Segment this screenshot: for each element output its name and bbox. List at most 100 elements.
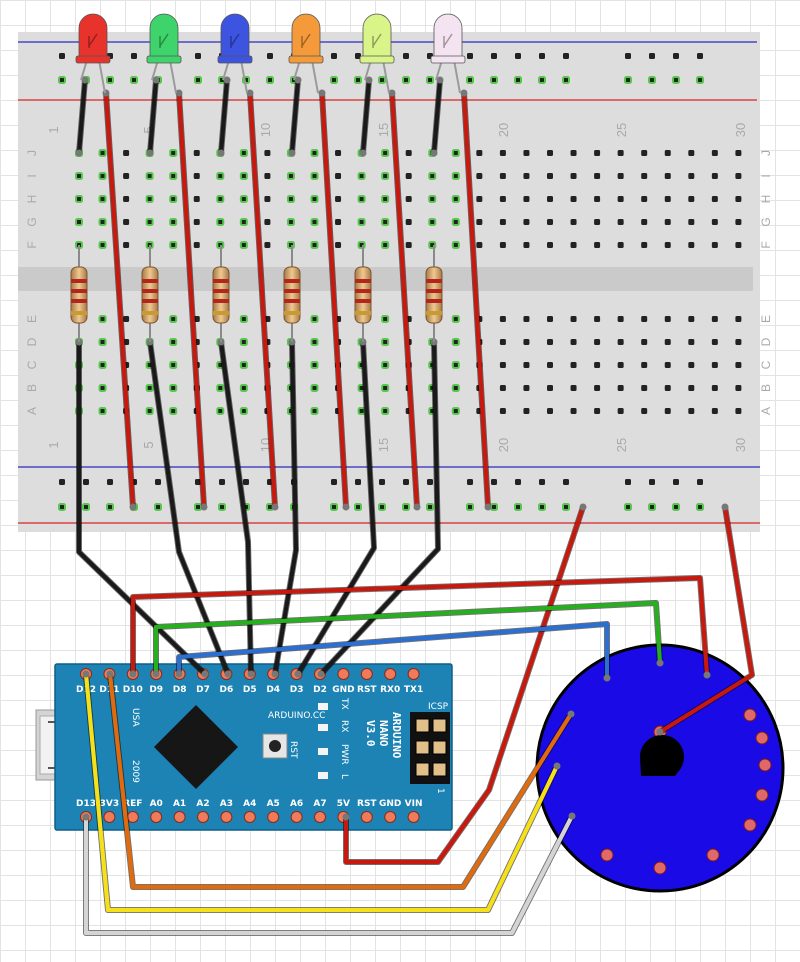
breadboard-hole	[402, 76, 410, 84]
rst-button-label: RST	[288, 741, 298, 759]
breadboard-hole	[735, 173, 742, 179]
breadboard-hole	[641, 362, 648, 368]
row-letter: H	[25, 195, 39, 204]
breadboard-hole	[58, 503, 66, 511]
wire-end	[81, 76, 89, 84]
breadboard-hole	[169, 315, 178, 323]
pin-label: A6	[290, 799, 303, 809]
breadboard-hole	[547, 196, 553, 202]
breadboard-hole	[381, 241, 390, 249]
leds	[75, 13, 466, 94]
breadboard-hole	[735, 316, 742, 322]
wire-end	[152, 670, 160, 678]
breadboard-hole	[688, 242, 695, 248]
pin-a7	[314, 811, 326, 823]
pin-label: A1	[173, 799, 186, 809]
pin-label: GND	[379, 799, 401, 809]
wire-end	[460, 89, 468, 97]
breadboard-hole	[499, 408, 506, 414]
breadboard-hole	[98, 315, 107, 323]
wire-end	[365, 76, 373, 84]
resistor-band	[142, 299, 158, 303]
breadboard-hole	[286, 218, 295, 226]
pin-label: A0	[150, 799, 163, 809]
breadboard-hole	[570, 339, 577, 345]
breadboard-hole	[547, 219, 553, 225]
breadboard-hole	[123, 316, 130, 322]
icsp-pin	[415, 740, 430, 755]
wire-end	[217, 149, 225, 157]
orange-led-rim	[288, 55, 324, 64]
breadboard-hole	[123, 173, 130, 179]
breadboard-hole	[672, 503, 680, 511]
led-cathode-wire	[289, 77, 301, 156]
breadboard-hole	[169, 172, 178, 180]
breadboard-hole	[570, 242, 577, 248]
wire-end	[567, 710, 575, 718]
resistor-band	[284, 289, 300, 293]
year-label: 2009	[130, 760, 140, 783]
wire-end	[271, 670, 279, 678]
breadboard-hole	[539, 53, 545, 59]
breadboard-hole	[523, 339, 530, 345]
resistor-band	[213, 279, 229, 283]
d8-wire	[176, 621, 610, 681]
wire-end	[146, 149, 154, 157]
breadboard-hole	[594, 173, 601, 179]
breadboard-hole	[594, 196, 601, 202]
breadboard-hole	[106, 76, 114, 84]
resistor-band	[426, 311, 442, 315]
breadboard-hole	[711, 408, 718, 414]
breadboard-hole	[98, 195, 107, 203]
breadboard-hole	[594, 385, 601, 391]
wire-end	[603, 674, 611, 682]
breadboard-hole	[216, 218, 225, 226]
resistor-to-arduino-wire	[218, 339, 254, 677]
icsp-pin1-label: 1	[435, 788, 445, 794]
breadboard-hole	[194, 76, 202, 84]
breadboard-hole	[514, 503, 522, 511]
resistor-band	[213, 299, 229, 303]
breadboard-hole	[570, 150, 577, 156]
breadboard-hole	[310, 384, 319, 392]
breadboard-hole	[688, 196, 695, 202]
wire-end	[224, 670, 232, 678]
breadboard-hole	[735, 196, 742, 202]
led-cathode-wire	[218, 77, 230, 156]
breadboard-hole	[499, 362, 506, 368]
breadboard-hole	[491, 53, 497, 59]
breadboard-hole	[594, 362, 601, 368]
breadboard-hole	[264, 150, 271, 156]
breadboard-hole	[145, 407, 154, 415]
rotary-knob[interactable]	[640, 734, 684, 776]
breadboard-hole	[570, 408, 577, 414]
breadboard-hole	[499, 196, 506, 202]
green-led-rim	[146, 55, 182, 64]
breadboard-hole	[515, 479, 521, 485]
breadboard-hole	[426, 76, 434, 84]
led-cathode-wire	[76, 77, 88, 156]
breadboard-hole	[617, 408, 624, 414]
breadboard-hole	[688, 385, 695, 391]
pin-gnd	[384, 811, 397, 823]
breadboard-hole	[491, 479, 497, 485]
row-letter: B	[759, 384, 773, 392]
breadboard-hole	[330, 76, 338, 84]
pin-3v3	[103, 811, 116, 823]
breadboard-hole	[697, 479, 703, 485]
breadboard-hole	[98, 218, 107, 226]
row-letter: F	[25, 241, 39, 248]
breadboard-hole	[641, 316, 648, 322]
breadboard-hole	[75, 195, 83, 203]
pin-label: D3	[290, 685, 304, 695]
column-number: 20	[496, 438, 511, 452]
breadboard-hole	[688, 339, 695, 345]
pin-label: D13	[76, 799, 96, 809]
resistor-band	[71, 279, 87, 283]
breadboard-hole	[405, 150, 412, 156]
column-number: 1	[46, 441, 61, 448]
breadboard-hole	[499, 316, 506, 322]
resistor-band	[142, 279, 158, 283]
orange-led	[291, 13, 321, 59]
